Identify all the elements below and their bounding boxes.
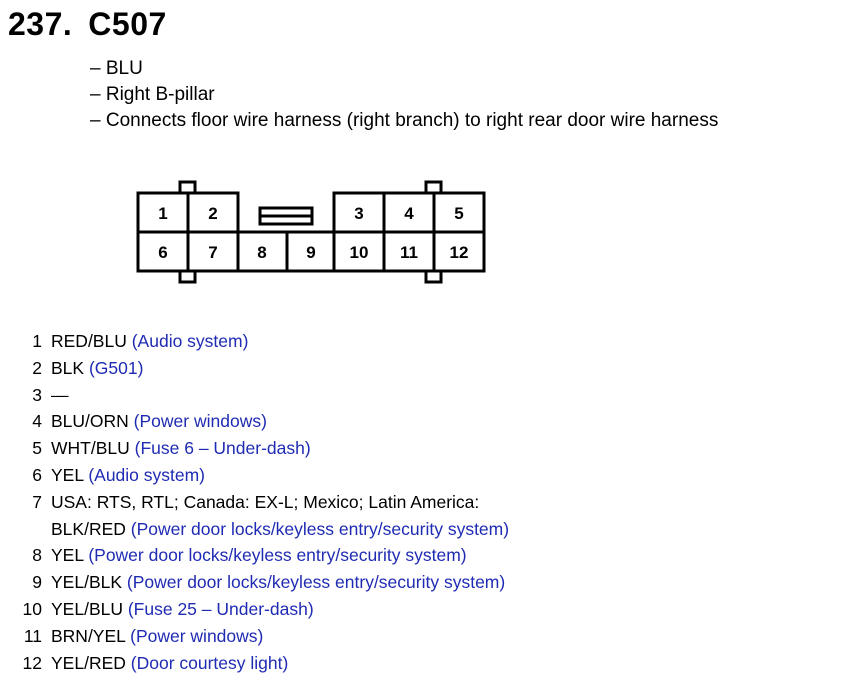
wire-color: BLU/ORN [51, 411, 129, 432]
circuit-function: (Power windows) [130, 625, 264, 646]
connector-index: 237. [8, 6, 73, 42]
circuit-function: (Audio system) [131, 331, 249, 351]
cavity-7: 7 [208, 243, 217, 262]
description-connects: – Connects floor wire harness (right bra… [90, 110, 719, 131]
cavity-11: 11 [400, 243, 418, 262]
wire-color: WHT/BLU [51, 438, 130, 459]
page-title: 237. C507 [8, 6, 167, 43]
circuit-function: (Door courtesy light) [130, 652, 289, 673]
circuit-function: (G501) [88, 357, 144, 378]
wire-color: YEL [51, 464, 84, 485]
connector-description: – BLU – Right B-pillar – Connects floor … [90, 56, 718, 134]
pin-number: 8 [32, 545, 42, 566]
wire-color: YEL/RED [51, 652, 126, 673]
locking-tab-left-bottom [178, 269, 197, 284]
pin-number: 9 [32, 572, 42, 593]
description-color: – BLU [90, 58, 143, 79]
wire-color: YEL [51, 545, 84, 566]
pin-number: 3 [32, 384, 42, 405]
cavity-9: 9 [306, 243, 315, 262]
locking-tab-left-top [178, 180, 197, 195]
cavity-5: 5 [454, 204, 463, 223]
pin-number: 5 [32, 438, 42, 459]
cavity-4: 4 [404, 204, 414, 223]
cavity-8: 8 [257, 243, 266, 262]
circuit-function: (Power door locks/keyless entry/security… [130, 518, 510, 539]
cavity-2: 2 [208, 204, 217, 223]
pin-number: 7 [32, 491, 42, 512]
wire-color: BRN/YEL [51, 625, 126, 646]
pin-number: 12 [22, 652, 42, 673]
locking-tab-right-top [424, 180, 443, 195]
pin-number: 1 [32, 331, 42, 351]
wire-color: RED/BLU [51, 331, 127, 351]
connector-id: C507 [88, 6, 167, 42]
wire-color: YEL/BLU [51, 598, 123, 619]
wire-color: BLK [51, 357, 85, 378]
description-location: – Right B-pillar [90, 84, 215, 105]
cavity-6: 6 [158, 243, 167, 262]
circuit-function: (Power door locks/keyless entry/security… [126, 572, 506, 593]
circuit-function: (Power windows) [133, 411, 267, 432]
pin-number: 2 [32, 357, 42, 378]
pin-number: 10 [22, 598, 42, 619]
cavity-12: 12 [450, 243, 469, 262]
circuit-function: (Fuse 6 – Under-dash) [134, 438, 311, 459]
pin-number: 11 [23, 625, 42, 646]
pin-applicability: USA: RTS, RTL; Canada: EX-L; Mexico; Lat… [51, 491, 480, 512]
circuit-function: (Audio system) [88, 464, 206, 485]
wire-color: YEL/BLK [51, 572, 123, 593]
locking-tab-right-bottom [424, 269, 443, 284]
circuit-function: (Power door locks/keyless entry/security… [88, 545, 467, 566]
connector-face-diagram: 1 2 3 4 5 6 7 8 9 10 11 12 [136, 180, 486, 284]
pin-number: 4 [32, 411, 42, 432]
wire-color: — [51, 384, 69, 405]
cavity-3: 3 [354, 204, 363, 223]
cavity-10: 10 [350, 243, 369, 262]
pin-number: 6 [32, 464, 42, 485]
wire-color: BLK/RED [51, 518, 126, 539]
circuit-function: (Fuse 25 – Under-dash) [127, 598, 314, 619]
cavity-1: 1 [158, 204, 167, 223]
